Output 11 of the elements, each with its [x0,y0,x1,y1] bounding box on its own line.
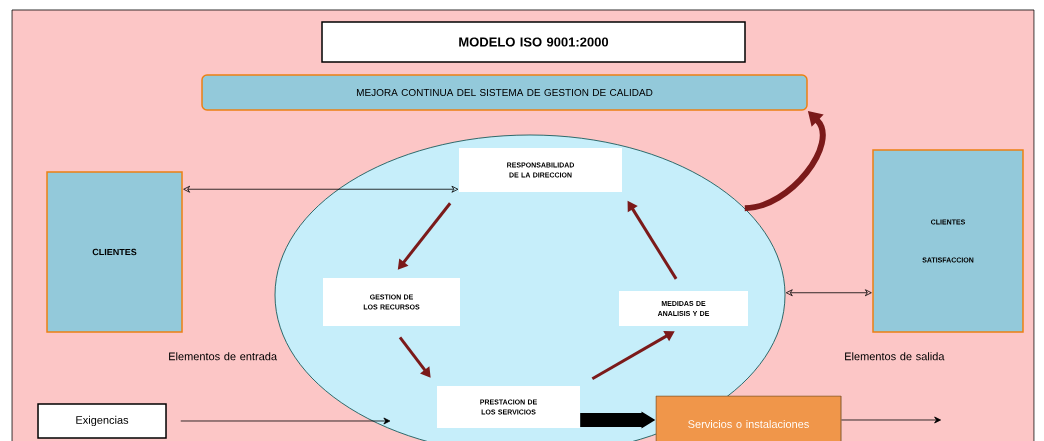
banner-box: MEJORA CONTINUA DEL SISTEMA DE GESTION DE CALIDAD [201,74,808,111]
side-label: Elementos de salida [845,352,945,361]
input-box: Exigencias [37,403,167,439]
arrow [841,416,941,424]
double-arrow [183,185,459,193]
output-box: Servicios o instalaciones [655,395,842,441]
double-arrow [785,289,872,297]
arrow [180,417,391,425]
title-box: MODELO ISO 9001:2000 [321,21,746,63]
client-box: CLIENTES [46,171,183,333]
side-label: Elementos de entrada [169,352,278,361]
